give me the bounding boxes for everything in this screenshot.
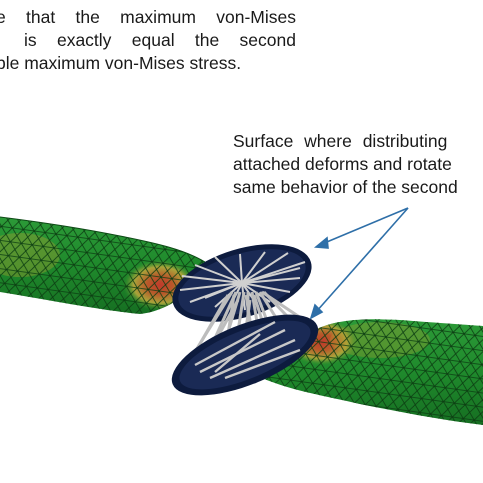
- arrow-to-lower-disk: [315, 207, 409, 313]
- callout-line-2: attached deforms and rotate: [233, 154, 452, 174]
- arrow-to-upper-disk: [321, 207, 409, 245]
- lower-coupling-disk: [171, 314, 319, 396]
- top-annotation-text: e that the maximum von-Mises is exactly …: [0, 6, 296, 75]
- top-note-line-2: is exactly equal the second: [24, 30, 296, 50]
- callout-line-1: Surface where distributing: [233, 131, 448, 151]
- callout-line-3: same behavior of the second: [233, 177, 458, 197]
- top-note-line-1: e that the maximum von-Mises: [0, 7, 296, 27]
- top-note-line-3: ble maximum von-Mises stress.: [0, 53, 242, 73]
- callout-annotation-text: Surface where distributing attached defo…: [233, 130, 483, 199]
- callout-arrows: [309, 207, 409, 320]
